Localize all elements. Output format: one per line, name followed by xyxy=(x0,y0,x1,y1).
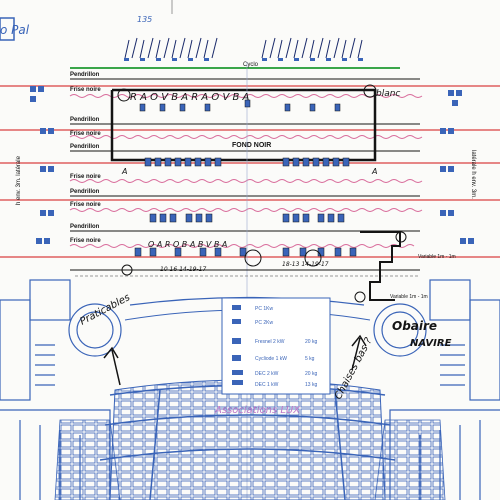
legend-value: 5 kg xyxy=(305,356,315,362)
legend-value: 20 kg xyxy=(305,339,317,345)
frise-wave xyxy=(69,179,423,183)
fond-noir-label: FOND NOIR xyxy=(232,142,271,149)
top-row-notes: R A O V B A R A O V B A xyxy=(130,92,250,103)
handwritten-obaire: Obaire xyxy=(392,319,437,333)
blanc-note: blanc xyxy=(376,89,400,99)
rows: Pendrillon Frise noire Pendrillon Frise … xyxy=(0,72,500,258)
handwritten-praticables: Praticables xyxy=(78,292,132,328)
frise-wave xyxy=(69,135,423,139)
side-lights-left xyxy=(30,86,54,244)
legend-icon xyxy=(232,380,243,385)
circle-marker xyxy=(395,231,407,243)
frise-label: Frise noire xyxy=(70,238,101,244)
frise-wave xyxy=(69,244,415,248)
side-seating-right xyxy=(374,419,446,500)
legend-footer: Associations LUX xyxy=(214,405,301,416)
frise-wave xyxy=(69,208,423,212)
circle-marker xyxy=(117,88,131,102)
seating xyxy=(99,379,396,500)
legend-label: PC 2Kw xyxy=(255,320,273,326)
legend-frame xyxy=(221,297,331,395)
corner-label: o Pal xyxy=(0,23,30,37)
pendrillon-label: Pendrillon xyxy=(70,117,100,123)
circle-marker xyxy=(363,84,377,98)
frise-label: Frise noire xyxy=(70,87,101,93)
frise-label: Frise noire xyxy=(70,131,101,137)
top-handwritten-labels xyxy=(124,37,363,59)
legend-icon xyxy=(232,355,241,361)
page-number: 135 xyxy=(137,15,152,24)
side-lights-right xyxy=(440,90,474,244)
pendrillon-label: Pendrillon xyxy=(70,144,100,150)
legend-icon xyxy=(232,319,241,324)
legend-label: Fresnel 2 kW xyxy=(255,339,285,345)
arrow-up-icon xyxy=(103,346,121,386)
pendrillon-label: Pendrillon xyxy=(70,72,100,78)
bottom-row-notes: O A R O B A B V B A xyxy=(148,240,227,249)
cyclo-label: Cyclo xyxy=(243,62,259,68)
side-label-right: latérale h env. 3m. xyxy=(470,150,476,199)
side-label-left: h env. 3m. latérale xyxy=(16,155,22,205)
corner-frame xyxy=(0,17,15,41)
pendrillon-label: Pendrillon xyxy=(70,189,100,195)
circle-marker xyxy=(121,264,133,276)
tower-left-note: A xyxy=(121,167,127,176)
legend-value: 13 kg xyxy=(305,382,317,388)
legend-label: DEC 2 kW xyxy=(255,371,279,377)
circle-marker xyxy=(354,291,366,303)
side-seating-left xyxy=(54,419,121,500)
stair-sketch xyxy=(360,231,401,301)
nums-right: 18-13 14-19-17 xyxy=(282,261,329,268)
frise-label: Frise noire xyxy=(70,202,101,208)
legend-icon xyxy=(232,338,241,344)
handwritten-navire: NAVIRE xyxy=(410,338,452,349)
pendrillon-label: Pendrillon xyxy=(70,224,100,230)
frise-wave xyxy=(69,94,423,98)
top-fixture-row xyxy=(124,58,363,61)
circle-marker xyxy=(244,249,262,267)
legend-label: PC 1Kw xyxy=(255,306,273,312)
arrow-up-icon xyxy=(351,334,367,371)
fond-noir-frame xyxy=(110,88,377,162)
variable-note-1: Variable 1m - 1m xyxy=(418,254,456,260)
legend: PC 1Kw PC 2Kw Fresnel 2 kW 20 kg Cycliod… xyxy=(221,297,331,395)
variable-note-2: Variable 1m - 1m xyxy=(390,294,428,300)
legend-icon xyxy=(232,370,243,375)
circle-marker xyxy=(304,249,322,267)
frise-label: Frise noire xyxy=(70,174,101,180)
legend-icon xyxy=(232,305,241,310)
fixture-clusters xyxy=(134,99,357,257)
legend-label: DEC 1 kW xyxy=(255,382,279,388)
nums-left: 10 16 14-19-17 xyxy=(160,266,207,273)
tower-right-note: A xyxy=(371,167,377,176)
legend-label: Cycliode 1 kW xyxy=(255,356,287,362)
legend-value: 20 kg xyxy=(305,371,317,377)
